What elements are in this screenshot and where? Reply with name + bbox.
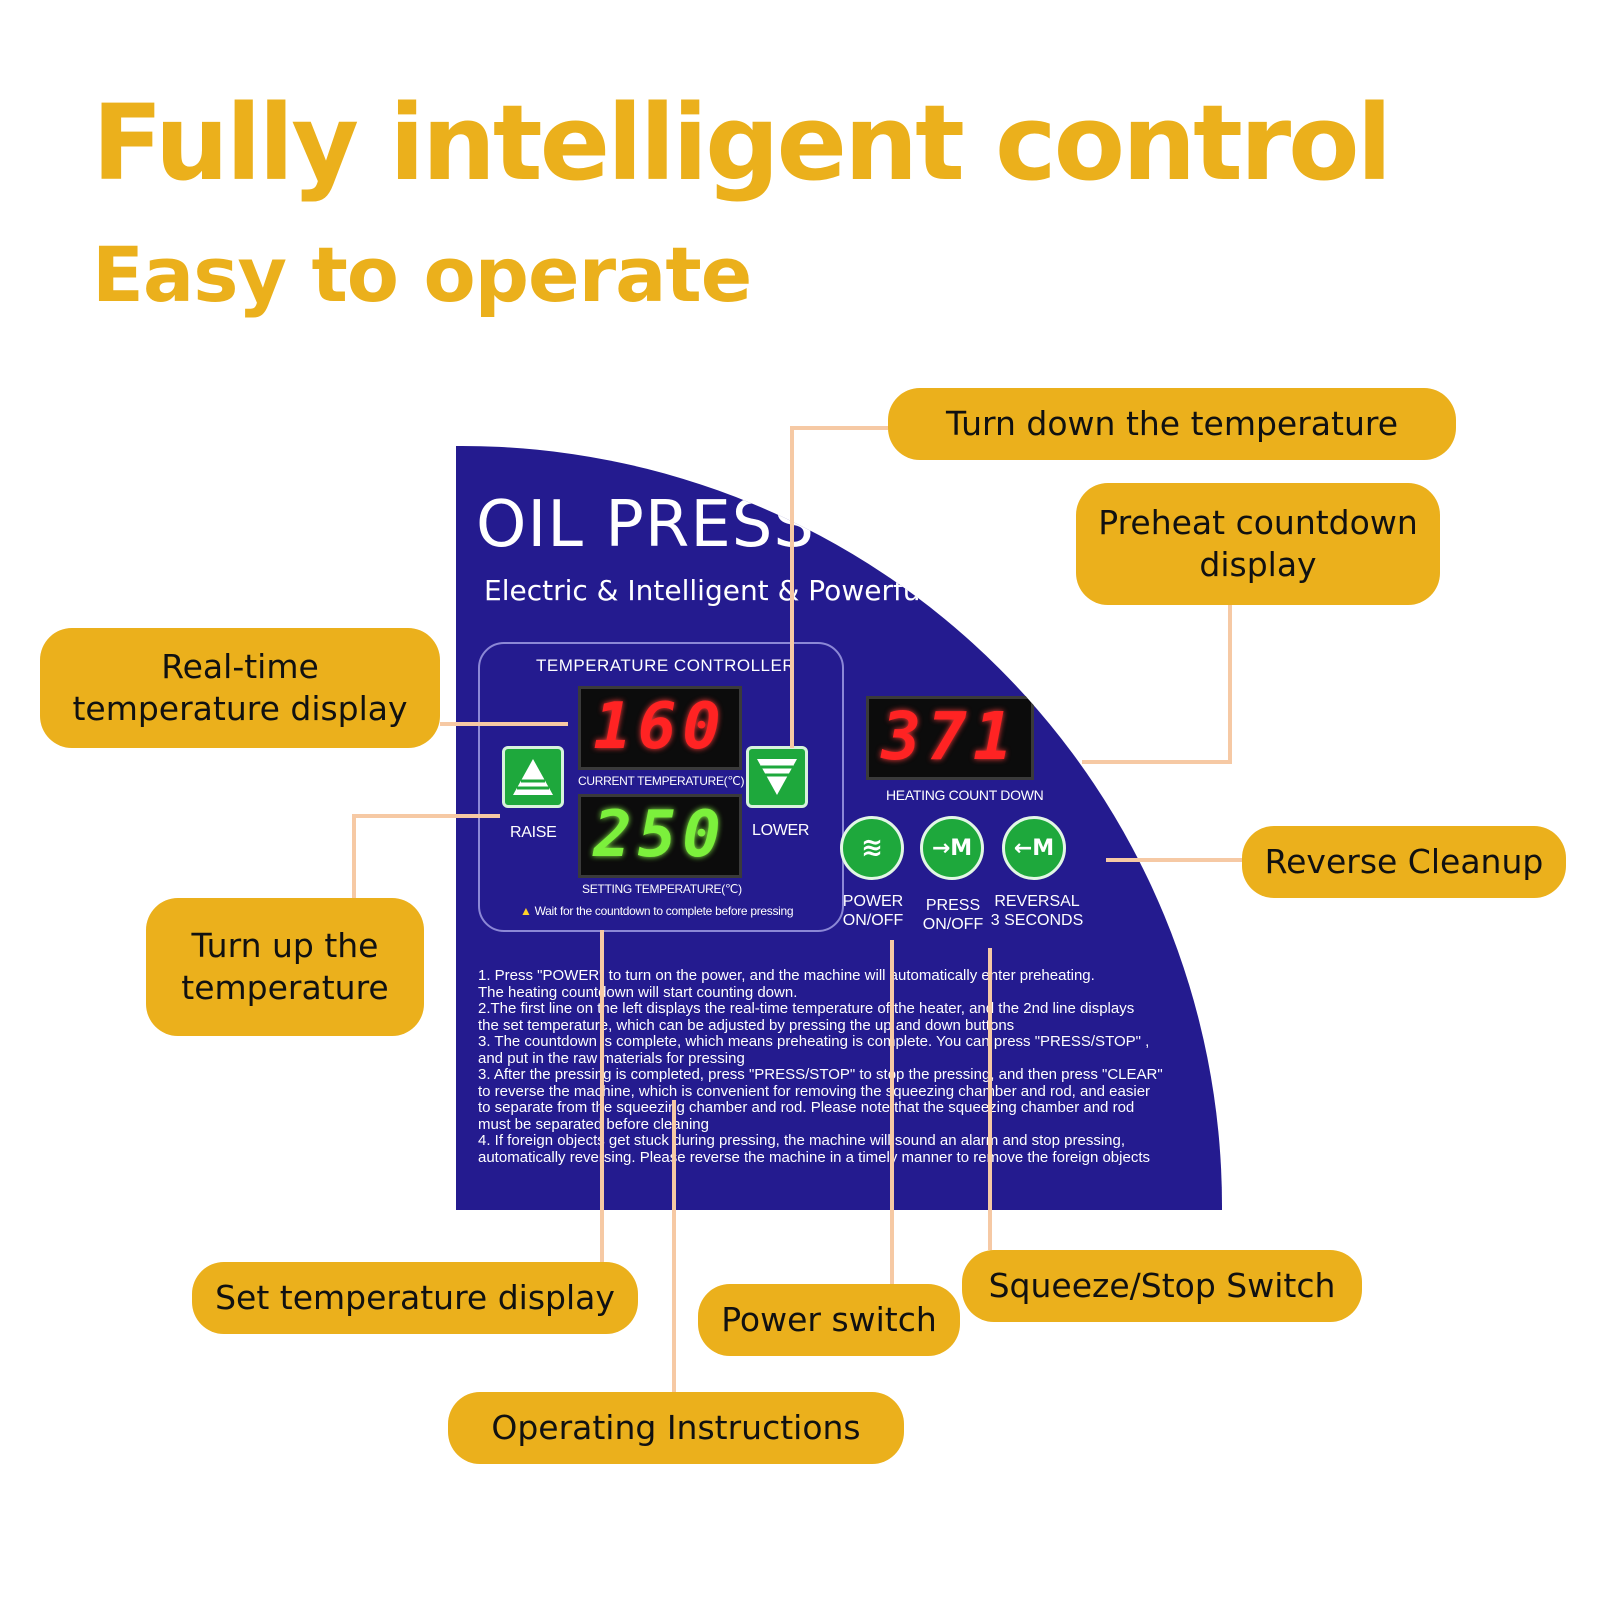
lower-button[interactable] <box>746 746 808 808</box>
lower-label: LOWER <box>752 822 810 839</box>
instruction-line: to reverse the machine, which is conveni… <box>478 1082 1151 1100</box>
callout-set-temperature: Set temperature display <box>192 1262 638 1334</box>
instruction-line: the set temperature, which can be adjust… <box>478 1016 1015 1034</box>
heating-countdown-display: 371 <box>866 696 1034 780</box>
callout-turn-down: Turn down the temperature <box>888 388 1456 460</box>
callout-turn-up: Turn up the temperature <box>146 898 424 1036</box>
leader-preheat <box>1082 605 1232 764</box>
setting-temperature-display: 250 <box>578 794 742 878</box>
instruction-line: automatically reversing. Please reverse … <box>478 1148 1150 1166</box>
instruction-line: 1. Press "POWER" to turn on the power, a… <box>478 967 1095 984</box>
power-button[interactable]: ≋ <box>840 816 904 880</box>
triangle-up-icon <box>513 759 553 795</box>
warning-message: Wait for the countdown to complete befor… <box>534 904 794 918</box>
callout-preheat-countdown: Preheat countdown display <box>1076 483 1440 605</box>
controller-title: TEMPERATURE CONTROLLER <box>536 656 796 675</box>
operating-instructions: 1. Press "POWER" to turn on the power, a… <box>478 967 1198 1166</box>
instruction-line: to separate from the squeezing chamber a… <box>478 1099 1135 1116</box>
reversal-button[interactable]: ←M <box>1002 816 1066 880</box>
instruction-line: 2.The first line on the left displays th… <box>478 1000 1135 1017</box>
instruction-line: 3. The countdown is complete, which mean… <box>478 1033 1150 1050</box>
warning-text: ▲Wait for the countdown to complete befo… <box>520 904 794 918</box>
instruction-line: The heating countdown will start countin… <box>478 983 798 1001</box>
warning-icon: ▲ <box>520 904 532 918</box>
instruction-line: and put in the raw materials for pressin… <box>478 1049 745 1067</box>
press-button[interactable]: →M <box>920 816 984 880</box>
raise-label: RAISE <box>510 824 557 841</box>
callout-realtime-temperature: Real-time temperature display <box>40 628 440 748</box>
instruction-line: 4. If foreign objects get stuck during p… <box>478 1132 1126 1149</box>
heat-waves-icon: ≋ <box>861 833 883 863</box>
instruction-line: 3. After the pressing is completed, pres… <box>478 1066 1163 1083</box>
callout-power-switch: Power switch <box>698 1284 960 1356</box>
heating-countdown-label: HEATING COUNT DOWN <box>886 787 1044 803</box>
instruction-line: must be separated before cleaning <box>478 1115 709 1133</box>
callout-reverse-cleanup: Reverse Cleanup <box>1242 826 1566 898</box>
raise-button[interactable] <box>502 746 564 808</box>
temperature-controller: TEMPERATURE CONTROLLER 160 CURRENT TEMPE… <box>478 642 844 932</box>
headline-title: Fully intelligent control <box>92 82 1392 204</box>
panel-subtitle: Electric & Intelligent & Powerful <box>484 574 929 607</box>
setting-temperature-label: SETTING TEMPERATURE(℃) <box>582 882 742 896</box>
press-reverse-icon: ←M <box>1013 835 1055 861</box>
current-temperature-display: 160 <box>578 686 742 770</box>
press-forward-icon: →M <box>931 835 973 861</box>
callout-squeeze-stop: Squeeze/Stop Switch <box>962 1250 1362 1322</box>
callout-operating-instructions: Operating Instructions <box>448 1392 904 1464</box>
current-temperature-label: CURRENT TEMPERATURE(℃) <box>578 774 745 788</box>
headline-subtitle: Easy to operate <box>92 230 752 319</box>
panel-title: OIL PRESS <box>476 488 815 562</box>
triangle-down-icon <box>757 759 797 795</box>
